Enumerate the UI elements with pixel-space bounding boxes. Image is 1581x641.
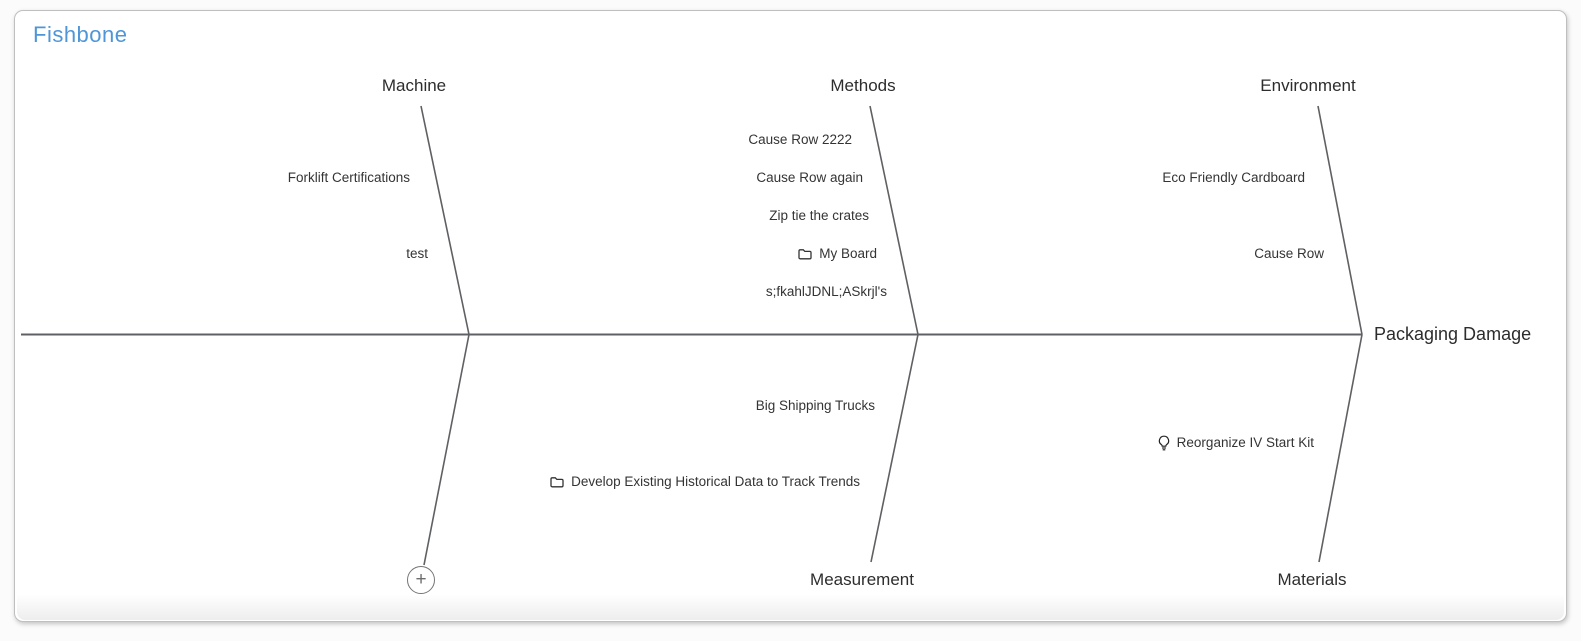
folder-icon xyxy=(798,248,812,260)
cause-item[interactable]: Big Shipping Trucks xyxy=(756,397,875,415)
cause-label: test xyxy=(406,246,428,261)
cause-item[interactable]: Forklift Certifications xyxy=(288,169,410,187)
cause-label: Forklift Certifications xyxy=(287,170,410,185)
cause-item[interactable]: Cause Row 2222 xyxy=(748,131,852,149)
cause-label: Zip tie the crates xyxy=(769,208,869,223)
cause-label: Develop Existing Historical Data to Trac… xyxy=(571,474,860,489)
category-label-methods[interactable]: Methods xyxy=(830,76,896,95)
cause-item[interactable]: My Board xyxy=(798,245,877,263)
cause-label: Big Shipping Trucks xyxy=(755,398,875,413)
category-label-machine[interactable]: Machine xyxy=(381,76,447,95)
cause-label: Reorganize IV Start Kit xyxy=(1176,435,1314,450)
cause-item[interactable]: test xyxy=(406,245,428,263)
lightbulb-icon xyxy=(1158,435,1170,451)
cause-item[interactable]: Cause Row again xyxy=(756,169,863,187)
folder-icon xyxy=(550,476,564,488)
cause-label: s;fkahlJDNL;ASkrjl's xyxy=(765,284,887,299)
cause-label: Eco Friendly Cardboard xyxy=(1162,170,1305,185)
cause-item[interactable]: Eco Friendly Cardboard xyxy=(1162,169,1305,187)
cause-item[interactable]: Cause Row xyxy=(1254,245,1324,263)
cause-item[interactable]: Reorganize IV Start Kit xyxy=(1158,434,1314,452)
cause-item[interactable]: Zip tie the crates xyxy=(769,207,869,225)
category-label-measurement[interactable]: Measurement xyxy=(810,570,914,589)
cause-label: Cause Row 2222 xyxy=(748,132,852,147)
diagram-card xyxy=(14,10,1567,622)
cause-label: Cause Row xyxy=(1254,246,1324,261)
category-label-materials[interactable]: Materials xyxy=(1277,570,1347,589)
category-label-environment[interactable]: Environment xyxy=(1260,76,1356,95)
cause-label: Cause Row again xyxy=(756,170,863,185)
add-category-button[interactable]: + xyxy=(407,566,435,594)
cause-label: My Board xyxy=(819,246,877,261)
effect-label[interactable]: Packaging Damage xyxy=(1374,324,1532,344)
diagram-title: Fishbone xyxy=(33,22,128,47)
plus-icon: + xyxy=(415,568,427,590)
cause-item[interactable]: s;fkahlJDNL;ASkrjl's xyxy=(766,283,887,301)
cause-item[interactable]: Develop Existing Historical Data to Trac… xyxy=(550,473,860,491)
